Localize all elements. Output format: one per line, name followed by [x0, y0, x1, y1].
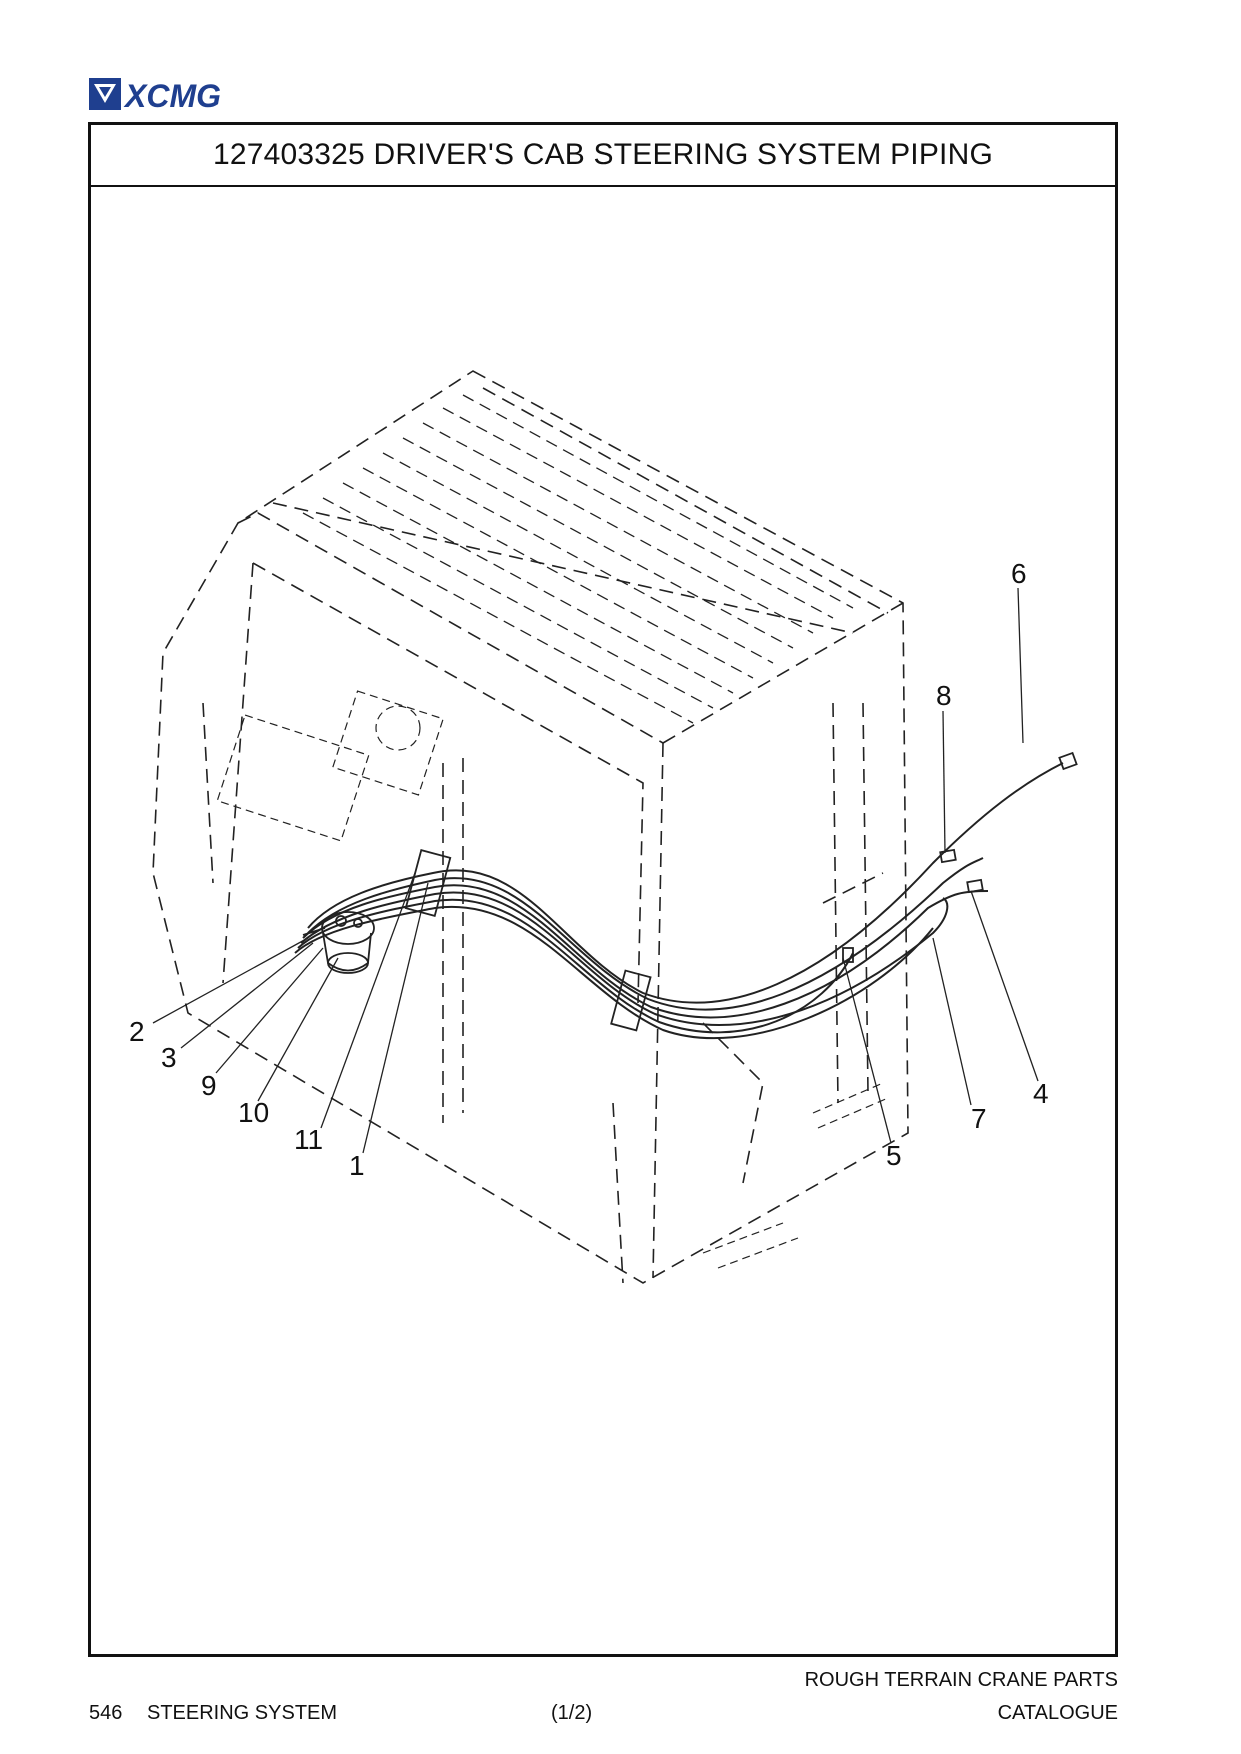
- callout-4: 4: [1033, 1078, 1049, 1109]
- callout-6: 6: [1011, 558, 1027, 589]
- hydraulic-hoses: [294, 762, 1064, 1040]
- hose-clamps: [404, 849, 652, 1032]
- callout-1: 1: [349, 1150, 365, 1181]
- exploded-diagram: 1 2 3 4 5 6 7 8 9 10 11: [129, 370, 1078, 1284]
- callout-9: 9: [201, 1070, 217, 1101]
- footer-section: STEERING SYSTEM: [147, 1702, 338, 1724]
- callout-5: 5: [886, 1140, 902, 1171]
- callout-8: 8: [936, 680, 952, 711]
- footer-catalogue-line2: CATALOGUE: [997, 1702, 1118, 1724]
- title-bar: 127403325 DRIVER'S CAB STEERING SYSTEM P…: [91, 125, 1115, 187]
- roof-slats: [302, 394, 854, 724]
- cab-outline: [152, 370, 909, 1284]
- callout-2: 2: [129, 1016, 145, 1047]
- xcmg-logo: XCMG: [89, 78, 221, 112]
- callout-10: 10: [238, 1097, 269, 1128]
- interior-components: [216, 690, 889, 1269]
- callout-7: 7: [971, 1103, 987, 1134]
- callout-11: 11: [294, 1124, 323, 1155]
- hose-fittings: [842, 751, 1078, 963]
- callout-3: 3: [161, 1042, 177, 1073]
- footer-catalogue-line1: ROUGH TERRAIN CRANE PARTS: [804, 1669, 1118, 1691]
- leader-lines: [152, 587, 1039, 1154]
- logo-text: XCMG: [123, 78, 221, 112]
- diagram-title: 127403325 DRIVER'S CAB STEERING SYSTEM P…: [212, 138, 993, 171]
- footer-page-number: 546: [89, 1702, 123, 1724]
- diagram-frame: 127403325 DRIVER'S CAB STEERING SYSTEM P…: [88, 122, 1118, 1657]
- steering-gear: [302, 911, 375, 974]
- footer-sheet: (1/2): [551, 1702, 593, 1724]
